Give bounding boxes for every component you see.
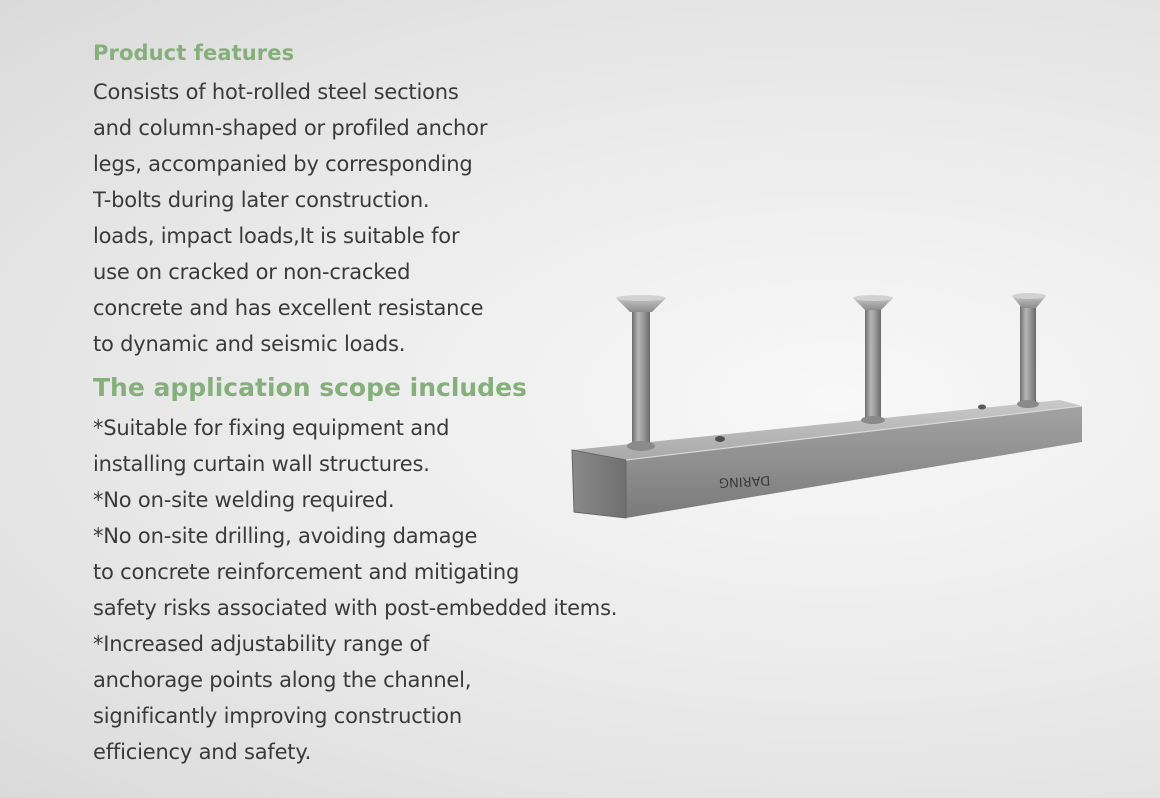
features-line: and column-shaped or profiled anchor bbox=[93, 116, 488, 140]
anchor-channel-illustration: DARING bbox=[571, 293, 1083, 519]
channel-hole bbox=[978, 404, 986, 410]
features-line: Consists of hot-rolled steel sections bbox=[93, 80, 459, 104]
features-text: Consists of hot-rolled steel sections an… bbox=[93, 74, 693, 362]
scope-line: *No on-site drilling, avoiding damage bbox=[93, 524, 478, 548]
features-line: concrete and has excellent resistance bbox=[93, 296, 484, 320]
anchor-leg bbox=[616, 295, 666, 451]
features-line: T-bolts during later construction. bbox=[93, 188, 430, 212]
anchor-channel-image: DARING bbox=[560, 280, 1100, 540]
scope-line: *No on-site welding required. bbox=[93, 488, 395, 512]
features-line: legs, accompanied by corresponding bbox=[93, 152, 473, 176]
features-heading: Product features bbox=[93, 41, 295, 65]
channel-top-face bbox=[572, 400, 1082, 460]
scope-line: installing curtain wall structures. bbox=[93, 452, 430, 476]
features-line: loads, impact loads,It is suitable for bbox=[93, 224, 460, 248]
scope-line: efficiency and safety. bbox=[93, 740, 312, 764]
scope-text: *Suitable for fixing equipment and insta… bbox=[93, 410, 693, 770]
brand-marking: DARING bbox=[719, 472, 771, 490]
channel-end-face bbox=[571, 449, 627, 519]
anchor-leg bbox=[1012, 293, 1046, 408]
scope-line: safety risks associated with post-embedd… bbox=[93, 596, 618, 620]
product-description: Product features Consists of hot-rolled … bbox=[93, 38, 693, 770]
scope-line: significantly improving construction bbox=[93, 704, 462, 728]
scope-heading: The application scope includes bbox=[93, 373, 527, 402]
scope-line: *Suitable for fixing equipment and bbox=[93, 416, 450, 440]
channel-hole bbox=[715, 436, 725, 442]
anchor-leg bbox=[853, 295, 893, 424]
scope-line: *Increased adjustability range of bbox=[93, 632, 430, 656]
scope-line: to concrete reinforcement and mitigating bbox=[93, 560, 520, 584]
scope-line: anchorage points along the channel, bbox=[93, 668, 472, 692]
features-line: to dynamic and seismic loads. bbox=[93, 332, 406, 356]
channel-front-face bbox=[626, 406, 1082, 518]
features-line: use on cracked or non-cracked bbox=[93, 260, 411, 284]
